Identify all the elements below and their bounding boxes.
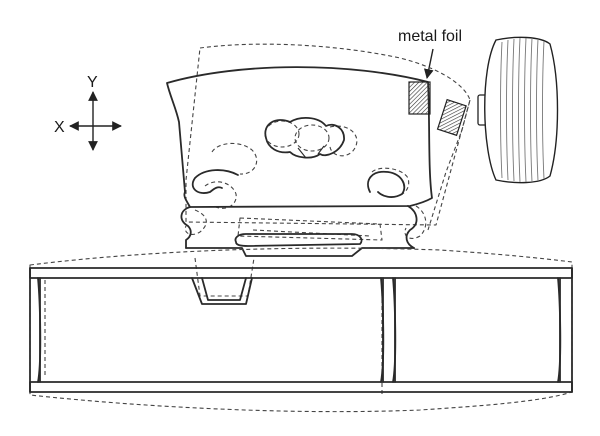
bridge-foot-block bbox=[191, 277, 253, 305]
axis-y-label: Y bbox=[87, 74, 98, 91]
bridge-right-ear-cutout bbox=[367, 170, 406, 198]
metal-foils bbox=[408, 81, 467, 137]
displaced-bridge-outline bbox=[184, 43, 471, 241]
axis-x-label: X bbox=[54, 119, 65, 136]
violin-body-section bbox=[29, 247, 573, 413]
bridge-heart-cutout bbox=[264, 117, 345, 159]
sensor-disk-body bbox=[484, 36, 559, 184]
bridge-left-leg bbox=[180, 206, 192, 249]
metal-foil-callout: metal foil bbox=[398, 28, 462, 79]
bridge-left-ear-cutout bbox=[191, 169, 239, 194]
arrow-down-icon bbox=[423, 48, 434, 79]
left-chamber bbox=[39, 277, 384, 383]
top-plate bbox=[29, 267, 573, 279]
metal-foil-label: metal foil bbox=[398, 28, 462, 45]
metal-foil-rest bbox=[408, 81, 431, 115]
coordinate-axes: Y X bbox=[54, 74, 122, 151]
bridge-outline bbox=[166, 66, 433, 208]
right-chamber bbox=[394, 277, 561, 383]
bridge-body bbox=[166, 66, 433, 257]
bottom-plate bbox=[29, 381, 573, 393]
metal-foil-displaced bbox=[436, 98, 467, 137]
bridge-right-leg bbox=[405, 205, 418, 249]
sensor-disk bbox=[477, 36, 559, 184]
bridge-lower-slot bbox=[234, 233, 363, 247]
